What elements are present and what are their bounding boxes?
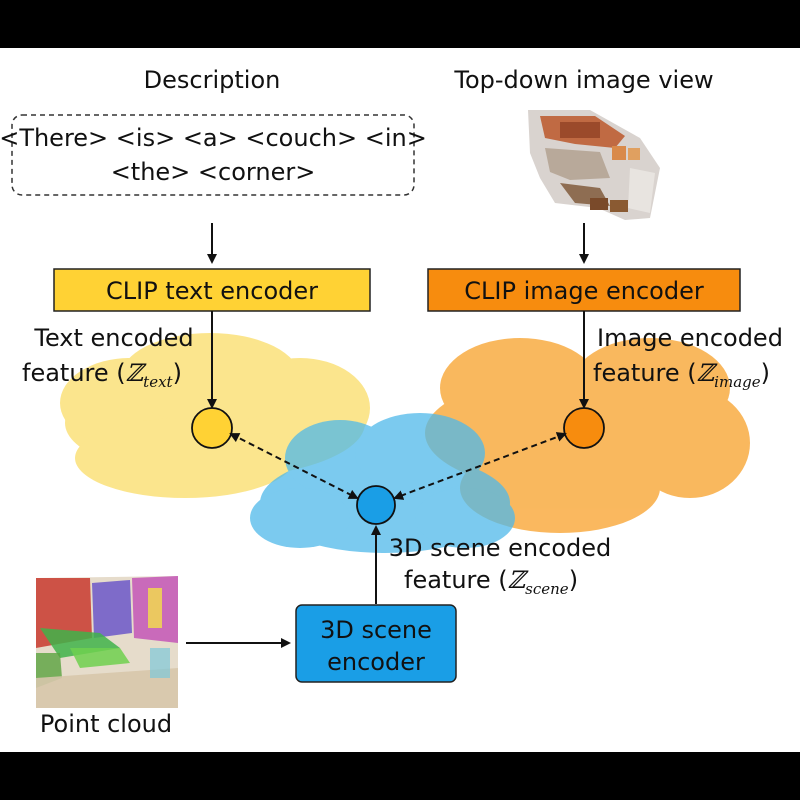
top-down-room-image	[528, 110, 660, 220]
text-feature-label-line1: Text encoded	[33, 324, 193, 352]
scene-encoder: 3D scene encoder	[295, 604, 457, 683]
scene-encoder-label-line2: encoder	[327, 648, 425, 676]
diagram-canvas: Description <There> <is> <a> <couch> <in…	[0, 48, 800, 752]
text-feature-cloud	[60, 333, 370, 498]
scene-feature-label-line1: 3D scene encoded	[389, 534, 612, 562]
clip-image-encoder-label: CLIP image encoder	[464, 277, 704, 305]
point-cloud-image	[36, 576, 178, 708]
scene-feature-label-line2: feature (ℤscene)	[404, 566, 578, 598]
text-feature-node	[191, 407, 233, 449]
diagram-svg: Description <There> <is> <a> <couch> <in…	[0, 66, 783, 738]
image-view-heading: Top-down image view	[453, 66, 713, 94]
description-box	[11, 114, 415, 196]
image-feature-label-line1: Image encoded	[597, 324, 783, 352]
point-cloud-label: Point cloud	[40, 710, 172, 738]
dashed-arrow-image-scene	[393, 432, 567, 500]
image-feature-node	[563, 407, 605, 449]
clip-text-encoder: CLIP text encoder	[53, 268, 371, 312]
text-feature-label-line2: feature (ℤtext)	[22, 359, 182, 391]
clip-image-encoder: CLIP image encoder	[427, 268, 741, 312]
scene-encoder-label-line1: 3D scene	[320, 616, 432, 644]
description-heading: Description	[144, 66, 281, 94]
description-tokens-line1: <There> <is> <a> <couch> <in>	[0, 124, 427, 152]
description-tokens-line2: <the> <corner>	[111, 158, 316, 186]
dashed-arrow-text-scene	[229, 433, 359, 499]
clip-text-encoder-label: CLIP text encoder	[106, 277, 318, 305]
scene-feature-node	[356, 485, 396, 525]
image-feature-label-line2: feature (ℤimage)	[593, 359, 770, 391]
